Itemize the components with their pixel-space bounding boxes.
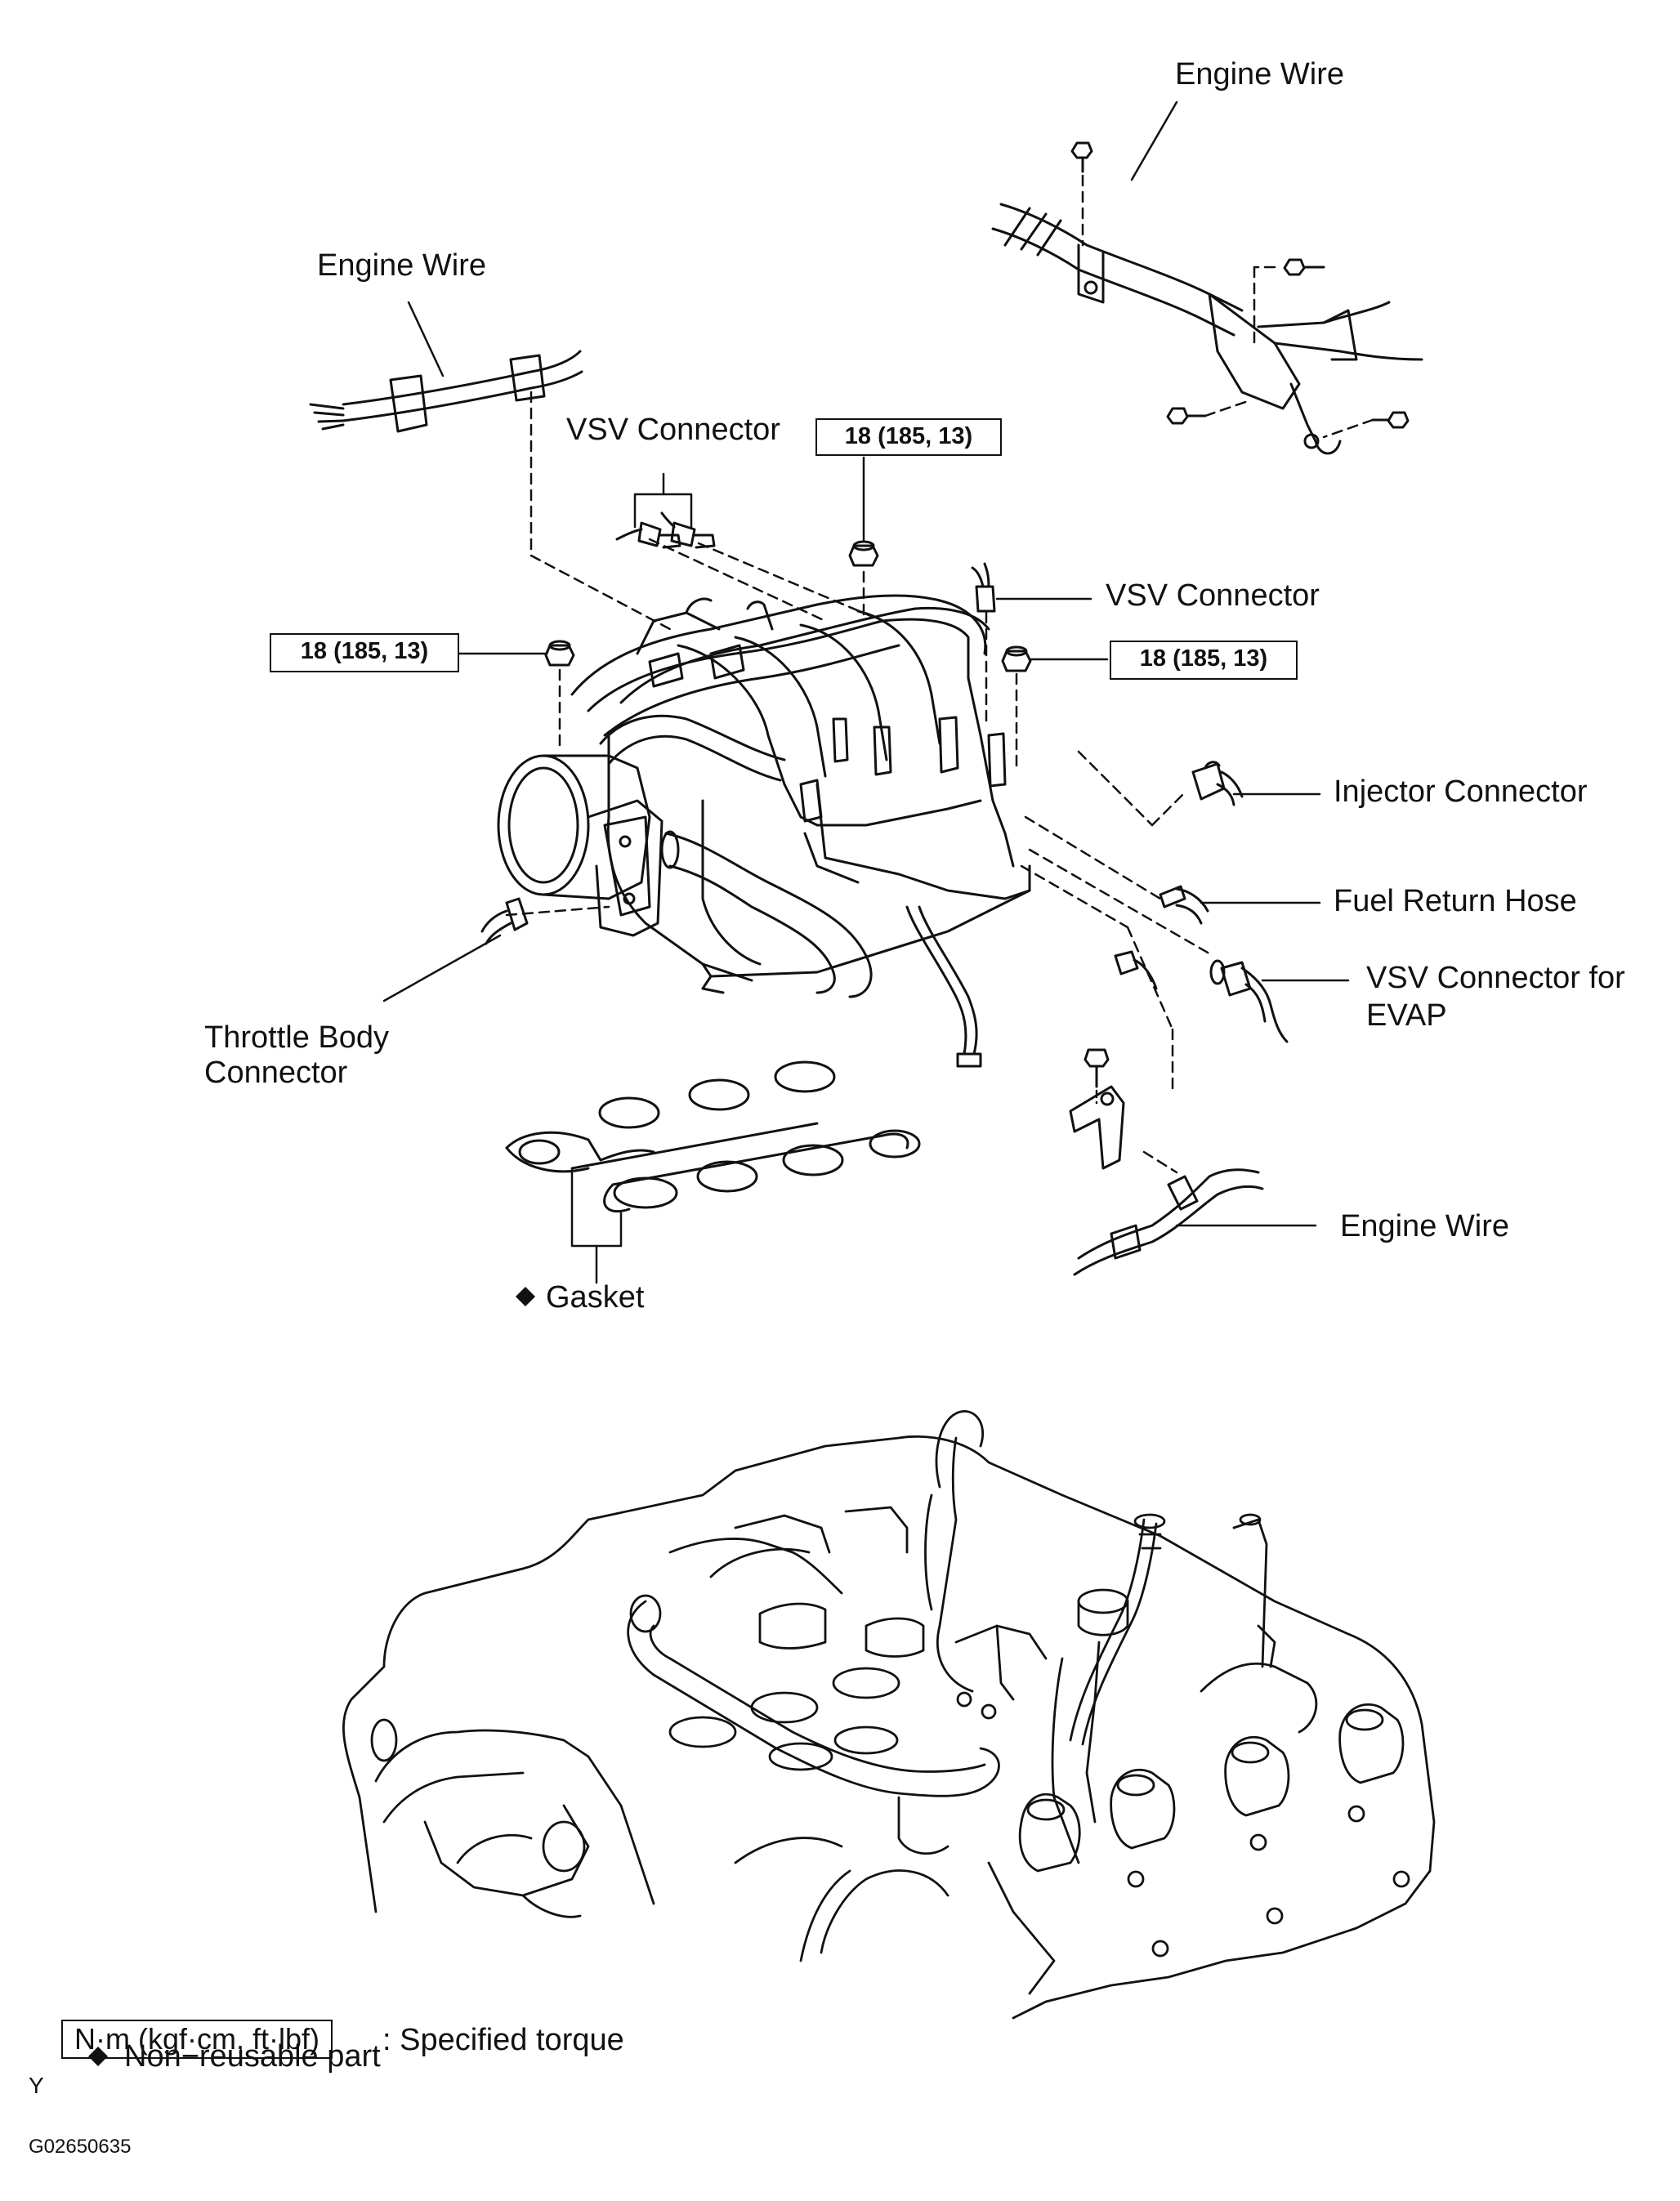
torque-spec-left: 18 (185, 13) [270, 633, 459, 672]
engine-wire-harness-top-left [309, 350, 583, 433]
diamond-icon [516, 1287, 535, 1306]
small-plug [1114, 950, 1158, 990]
nut-top [848, 540, 879, 567]
gasket-lower [603, 1129, 921, 1213]
label-fuel-return-hose: Fuel Return Hose [1334, 884, 1577, 918]
torque-spec-right: 18 (185, 13) [1110, 641, 1298, 680]
corner-letter: Y [29, 2073, 44, 2098]
legend-nonreusable-desc: Non−reusable part [124, 2039, 381, 2074]
label-vsv-evap-line1: VSV Connector for [1366, 961, 1625, 995]
intake-manifold [497, 594, 1031, 1068]
label-throttle-body-line2: Connector [204, 1056, 348, 1090]
figure-code: G02650635 [29, 2136, 132, 2158]
bracket-gasket [570, 1168, 623, 1248]
engine-block [342, 1410, 1436, 2020]
bolt-bracket [1069, 1048, 1125, 1170]
label-gasket: Gasket [546, 1280, 645, 1315]
label-vsv-connector-right: VSV Connector [1106, 578, 1320, 613]
nut-right [1001, 645, 1032, 672]
injector-connector [1191, 761, 1244, 806]
vsv-connector-pair [615, 511, 716, 549]
label-engine-wire-bottom: Engine Wire [1340, 1209, 1509, 1243]
nut-left [544, 640, 575, 667]
label-vsv-evap-line2: EVAP [1366, 998, 1447, 1033]
gasket-upper [505, 1060, 836, 1173]
leader-engine-wire-top-left [407, 301, 445, 377]
dashed-guides-top-right [1081, 174, 1374, 439]
legend-torque-unit-box: N·m (kgf·cm, ft·lbf) [61, 2020, 333, 2059]
bolt-icons-top-right [1070, 141, 1410, 429]
label-engine-wire-top-right: Engine Wire [1175, 57, 1344, 92]
vsv-connector-evap [1209, 959, 1289, 1043]
engine-wire-bottom [1073, 1168, 1264, 1276]
torque-spec-top: 18 (185, 13) [815, 418, 1002, 456]
label-injector-connector: Injector Connector [1334, 775, 1588, 809]
leader-throttle-body [382, 934, 502, 1002]
bracket-vsv-connector-top [633, 493, 693, 529]
label-vsv-connector-top: VSV Connector [566, 413, 780, 447]
label-engine-wire-top-left: Engine Wire [317, 248, 486, 283]
diamond-icon [88, 2047, 108, 2066]
label-throttle-body-line1: Throttle Body [204, 1020, 389, 1055]
legend-torque-desc: : Specified torque [382, 2023, 624, 2057]
vsv-connector-right [971, 562, 996, 613]
dashed-guides-main [505, 391, 1215, 1174]
throttle-body-connector [480, 897, 529, 945]
leader-engine-wire-top-right [1130, 100, 1178, 181]
engine-wire-bracket-top-right [991, 203, 1423, 455]
fuel-return-hose [1159, 885, 1209, 925]
